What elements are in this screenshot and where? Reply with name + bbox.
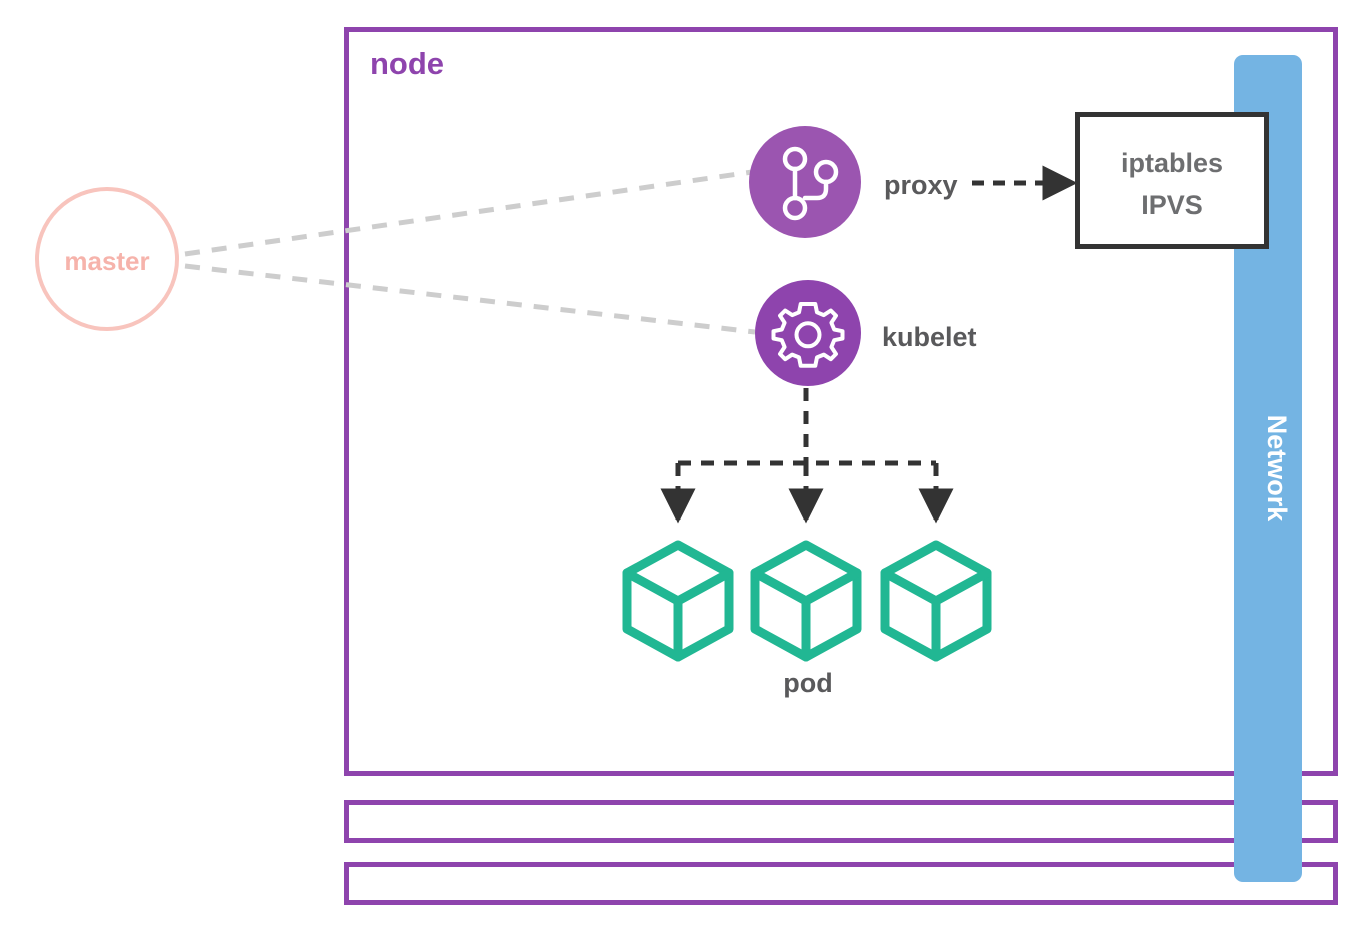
network-bar-shape: [1234, 55, 1302, 882]
git-branch-icon: [782, 146, 839, 221]
node-container-box-2[interactable]: [344, 800, 1338, 843]
kubelet-circle: [755, 280, 861, 386]
iptables-label-line1: iptables: [1121, 148, 1223, 178]
network-bar-label: Network: [1262, 415, 1292, 523]
pod-2[interactable]: [750, 540, 862, 662]
node-title-label: node: [370, 46, 444, 81]
iptables-label-line2: IPVS: [1141, 190, 1203, 220]
network-bar[interactable]: Network: [1234, 55, 1302, 882]
pod-1[interactable]: [622, 540, 734, 662]
gear-icon: [771, 302, 845, 368]
proxy-circle: [749, 126, 861, 238]
node-container-box[interactable]: [344, 27, 1338, 776]
pod-3[interactable]: [880, 540, 992, 662]
node-container-box-3[interactable]: [344, 862, 1338, 905]
master-node[interactable]: master: [35, 187, 179, 331]
iptables-ipvs-box[interactable]: iptables IPVS: [1075, 112, 1269, 249]
iptables-box-shape: [1075, 112, 1269, 249]
kubelet-label: kubelet: [882, 322, 977, 352]
edge-master-to-kubelet: [184, 263, 756, 335]
proxy-label: proxy: [884, 170, 958, 200]
kubelet-node[interactable]: [755, 280, 861, 386]
master-label: master: [64, 246, 149, 276]
proxy-node[interactable]: [749, 126, 861, 238]
edge-kubelet-to-pods: [678, 388, 936, 466]
edge-master-to-proxy: [184, 169, 753, 257]
master-circle: [35, 187, 179, 331]
pod-label: pod: [783, 668, 832, 698]
